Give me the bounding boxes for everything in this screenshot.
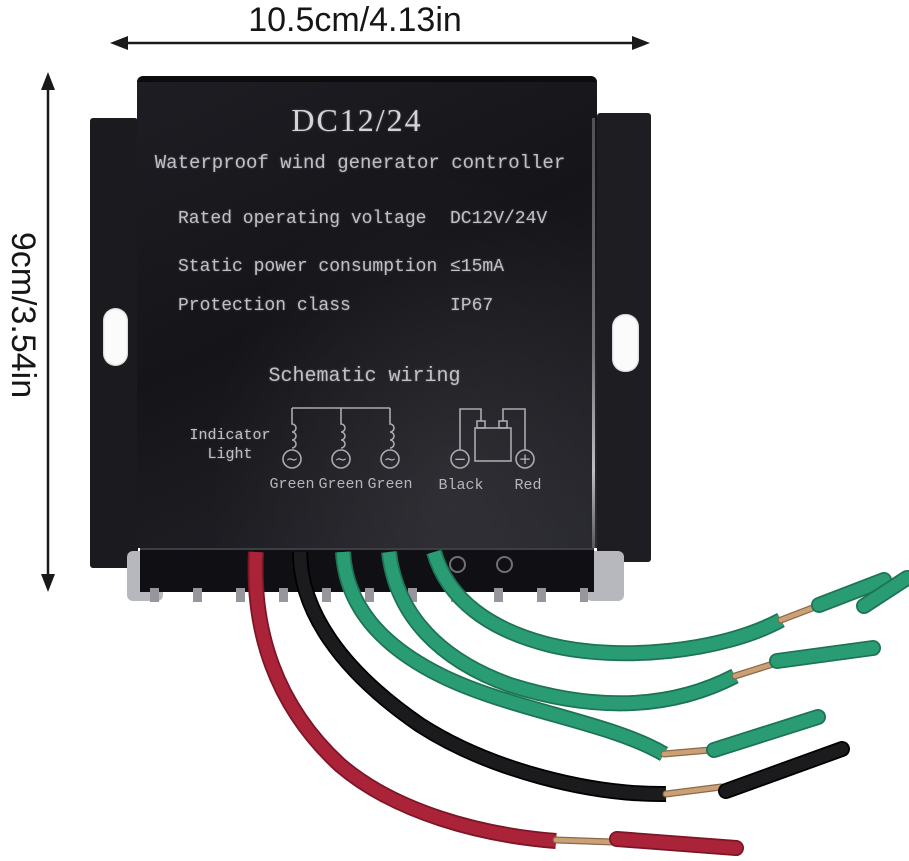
ac-symbol: ~ [384,450,397,468]
product-title: Waterproof wind generator controller [154,152,566,174]
battery-terminal [498,420,508,429]
spec-row-power: Static power consumption ≤15mA [178,257,583,277]
width-dimension-arrow [110,36,650,50]
wire-green-2 [381,550,881,712]
ac-source-icon [380,449,400,469]
wire-black [292,551,850,803]
model-label: DC12/24 [291,102,423,138]
battery-positive-lead [502,408,526,450]
wire-red [247,551,744,856]
indicator-drop-2 [340,408,346,449]
schematic-diagram [282,407,535,469]
spec-value: DC12V/24V [450,209,548,229]
mounting-slot-right [612,314,639,372]
terminal-label-green: Green [318,476,363,493]
ac-source-icon [331,449,351,469]
screw-hole-icon [496,556,513,573]
indicator-light-label: Indicator Light [189,427,271,463]
spec-value: ≤15mA [450,257,505,277]
minus-terminal-icon [450,449,470,469]
spec-row-voltage: Rated operating voltage DC12V/24V [178,209,583,229]
panel-edge-highlight [592,118,595,548]
battery-terminal [476,420,486,429]
indicator-drop-3 [389,408,395,449]
spec-label: Protection class [178,296,351,316]
indicator-drop-1 [291,408,297,449]
ac-symbol: ~ [286,450,299,468]
schematic-title: Schematic wiring [268,365,461,388]
ac-source-icon [282,449,302,469]
spec-label: Rated operating voltage [178,209,427,229]
plus-symbol: + [519,450,532,468]
controller-front-panel [137,76,597,548]
screw-hole-icon [449,556,466,573]
terminal-strip [140,548,594,592]
battery-negative-lead [459,408,482,450]
spec-value: IP67 [450,296,494,316]
spec-row-protection: Protection class IP67 [178,296,583,316]
terminal-label-green: Green [269,476,314,493]
minus-symbol: − [454,450,467,468]
wire-green-1 [335,551,826,761]
ac-symbol: ~ [335,450,348,468]
mounting-slot-left [103,308,128,366]
battery-icon [474,427,512,462]
plus-terminal-icon [515,449,535,469]
terminal-label-black: Black [438,477,483,494]
terminal-label-green: Green [367,476,412,493]
wire-green-3 [426,549,909,662]
spec-label: Static power consumption [178,257,438,277]
width-dimension-label: 10.5cm/4.13in [248,1,462,39]
height-dimension-arrow [41,72,55,592]
terminal-label-red: Red [514,477,541,494]
